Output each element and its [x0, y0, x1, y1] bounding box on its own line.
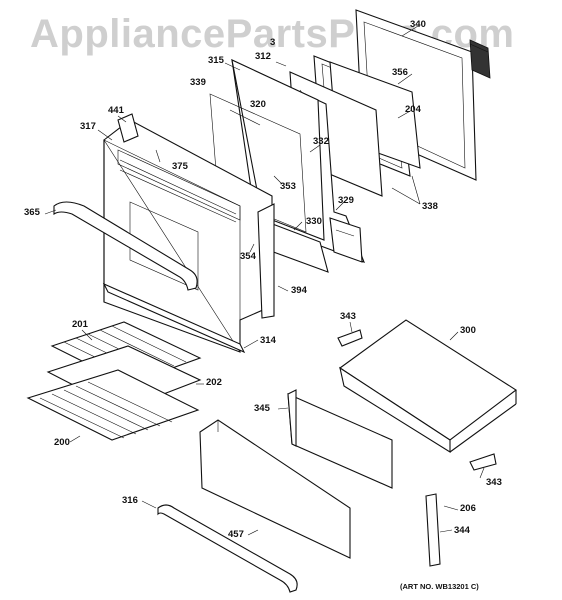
drawer-panel-345 [287, 389, 393, 489]
callout-441: 441 [108, 105, 124, 116]
drawer-slide-343-upper [337, 329, 363, 347]
callout-344: 344 [454, 525, 470, 536]
callout-315: 315 [208, 55, 224, 66]
callout-343-lower: 343 [486, 477, 502, 488]
outer-door-317 [103, 119, 275, 354]
callout-338: 338 [422, 201, 438, 212]
bracket-441 [117, 113, 139, 143]
callout-329: 329 [338, 195, 354, 206]
callout-365: 365 [24, 207, 40, 218]
drawer-rail-344 [425, 493, 441, 567]
callout-3: 3 [270, 37, 276, 48]
bottom-trim-314 [102, 282, 246, 354]
callout-312: 312 [255, 51, 271, 62]
callout-316: 316 [122, 495, 138, 506]
callout-353: 353 [280, 181, 296, 192]
callout-314: 314 [260, 335, 276, 346]
callout-340: 340 [410, 19, 426, 30]
callout-354: 354 [240, 251, 256, 262]
callout-206: 206 [460, 503, 476, 514]
hinge-329 [329, 217, 363, 263]
callout-375: 375 [172, 161, 188, 172]
callout-339: 339 [190, 77, 206, 88]
callout-320: 320 [250, 99, 266, 110]
callout-394: 394 [291, 285, 307, 296]
callout-457: 457 [228, 529, 244, 540]
art-number: (ART NO. WB13201 C) [400, 582, 479, 591]
drawer-front-457 [199, 419, 351, 559]
callout-343-upper: 343 [340, 311, 356, 322]
callout-332: 332 [313, 136, 329, 147]
callout-204: 204 [405, 104, 421, 115]
oven-rack-200 [26, 369, 200, 441]
callout-300: 300 [460, 325, 476, 336]
callout-345: 345 [254, 403, 270, 414]
door-handle-365 [53, 201, 198, 291]
callout-356: 356 [392, 67, 408, 78]
drawer-box-300 [339, 319, 517, 453]
callout-201: 201 [72, 319, 88, 330]
leader-lines [44, 25, 485, 536]
callout-330: 330 [306, 216, 322, 227]
callout-317: 317 [80, 121, 96, 132]
drawer-handle-316 [157, 504, 298, 593]
callout-200: 200 [54, 437, 70, 448]
callout-202: 202 [206, 377, 222, 388]
drawer-slide-343-lower [469, 453, 497, 471]
